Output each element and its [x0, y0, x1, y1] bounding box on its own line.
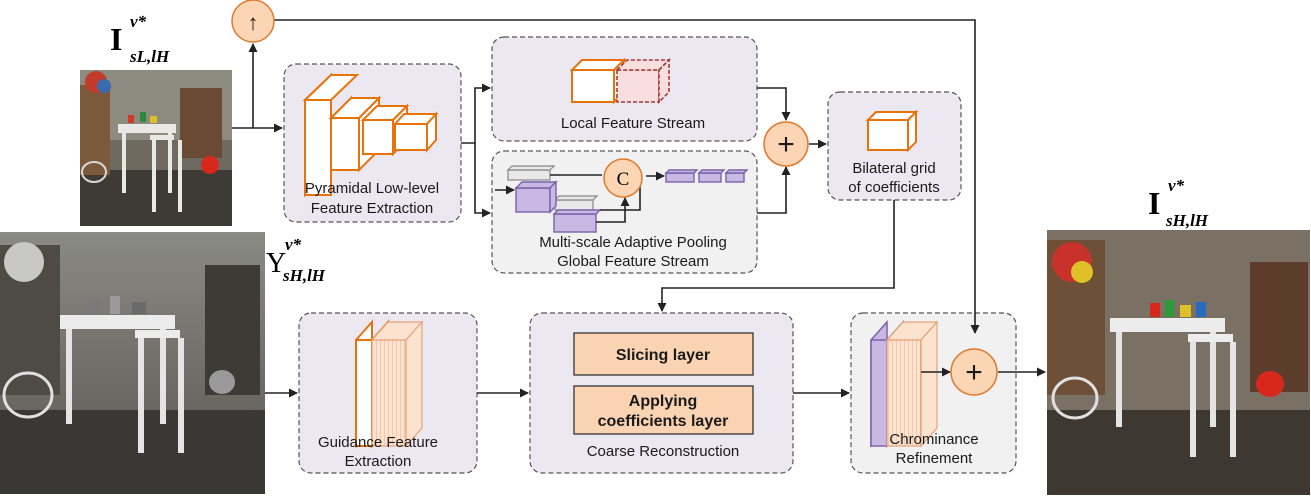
output-color-photo — [1047, 230, 1310, 495]
svg-text:v*: v* — [130, 12, 147, 31]
local-stream-label: Local Feature Stream — [561, 115, 705, 132]
guidance-feature-layers — [355, 319, 424, 449]
guidance-label-2: Extraction — [345, 453, 412, 470]
guidance-label-1: Guidance Feature — [318, 434, 438, 451]
high-res-gray-symbol: Y v* sH,lH — [266, 235, 326, 285]
low-res-color-photo — [80, 70, 232, 226]
svg-text:I: I — [1148, 185, 1160, 221]
svg-text:↑: ↑ — [248, 10, 259, 35]
bilateral-grid-block — [865, 109, 919, 153]
pyramid-feature-blocks — [302, 72, 439, 198]
coarse-label: Coarse Reconstruction — [587, 443, 740, 460]
applying-layer-label-2: coefficients layer — [598, 413, 729, 430]
svg-text:sH,lH: sH,lH — [1165, 211, 1209, 230]
pyramidal-label-2: Feature Extraction — [311, 200, 434, 217]
svg-text:sH,lH: sH,lH — [282, 266, 326, 285]
global-stream-label-2: Global Feature Stream — [557, 253, 709, 270]
chrominance-label-2: Refinement — [896, 450, 974, 467]
bilateral-label-2: of coefficients — [848, 179, 939, 196]
slicing-layer-box — [573, 332, 754, 376]
connection-arrows — [232, 19, 1046, 398]
svg-text:+: + — [965, 356, 983, 389]
pyramidal-label-1: Pyramidal Low-level — [305, 180, 439, 197]
add-operator-output: + — [950, 348, 998, 396]
local-feature-blocks — [569, 57, 671, 105]
output-symbol: I v* sH,lH — [1148, 176, 1209, 230]
svg-text:I: I — [110, 21, 122, 57]
slicing-layer-label: Slicing layer — [616, 347, 710, 364]
applying-layer-box — [573, 385, 754, 435]
svg-text:C: C — [617, 169, 630, 190]
bilateral-label-1: Bilateral grid — [852, 160, 935, 177]
global-feature-blocks — [495, 165, 749, 233]
add-operator-global: + — [763, 121, 809, 167]
chrominance-label-1: Chrominance — [889, 431, 978, 448]
svg-text:v*: v* — [1168, 176, 1185, 195]
svg-text:v*: v* — [285, 235, 302, 254]
applying-layer-label-1: Applying — [629, 393, 697, 410]
global-stream-label-1: Multi-scale Adaptive Pooling — [539, 234, 727, 251]
upsample-operator: ↑ — [231, 0, 275, 43]
chrominance-feature-layers — [870, 320, 939, 448]
low-res-input-symbol: I v* sL,lH — [110, 12, 170, 66]
svg-text:+: + — [777, 128, 795, 161]
concat-operator: C — [603, 158, 643, 198]
svg-text:Y: Y — [266, 248, 286, 279]
high-res-gray-photo — [0, 232, 265, 494]
svg-text:sL,lH: sL,lH — [129, 47, 170, 66]
